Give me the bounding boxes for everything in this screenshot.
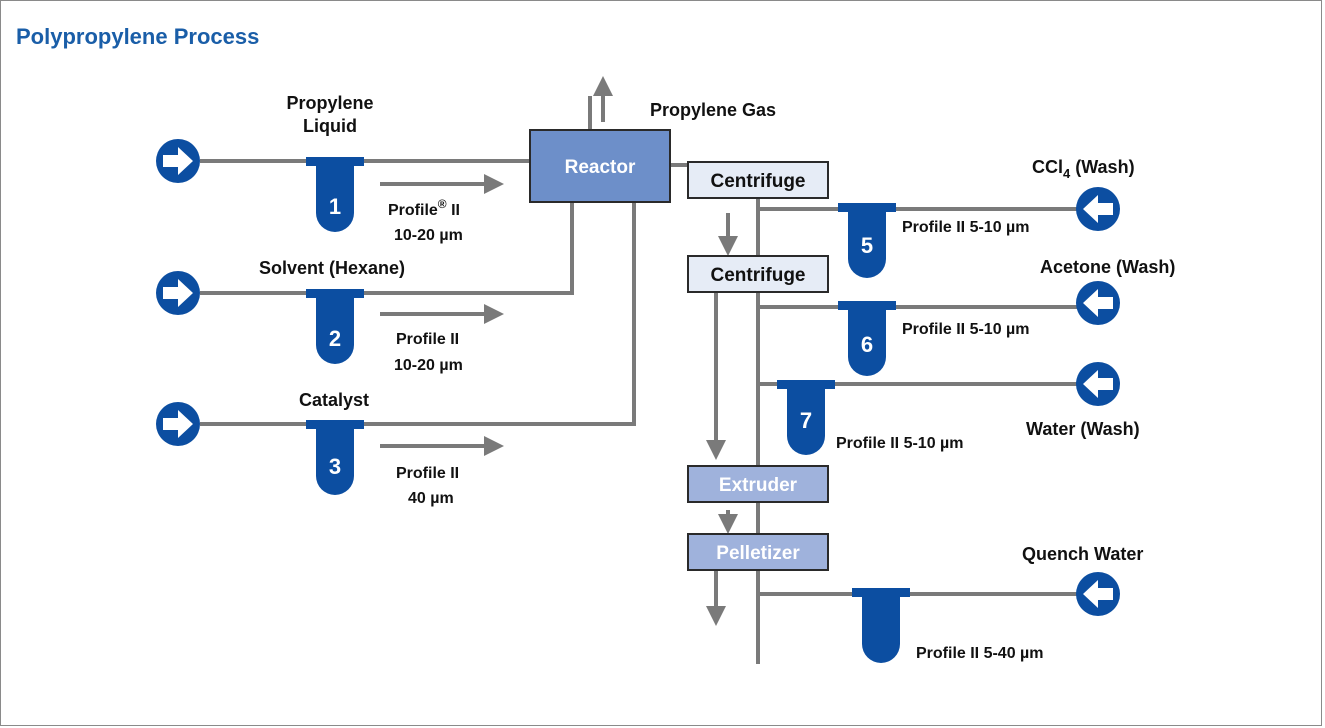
extruder: Extruder [687,465,829,503]
filter-5-spec: Profile II 5-10 µm [902,219,1029,236]
filter-3: 3 [306,420,364,495]
diagram-title: Polypropylene Process [16,24,260,49]
ccl4-inlet-icon [1076,187,1120,231]
extruder-box [687,465,829,503]
filter-3-spec-line2: 40 µm [408,490,454,507]
filter-quench [852,588,910,663]
filter-6: 6 [838,301,896,376]
centrifuge-1: Centrifuge [687,161,829,199]
reactor-box [529,129,671,203]
pelletizer-label: Pelletizer [716,543,800,564]
filter-2-spec-line1: Profile II [396,331,459,348]
quench-water-inlet-icon [1076,572,1120,616]
solvent-inlet-icon [156,271,200,315]
water-wash-label: Water (Wash) [1026,419,1140,439]
centrifuge-2: Centrifuge [687,255,829,293]
catalyst-label: Catalyst [299,390,369,410]
solvent-label: Solvent (Hexane) [259,258,405,278]
filter-7-spec: Profile II 5-10 µm [836,435,963,452]
solvent-pipe [200,202,574,295]
extruder-label: Extruder [719,475,798,496]
propylene-gas-label: Propylene Gas [650,100,776,120]
filter-7: 7 [777,380,835,455]
pelletizer: Pelletizer [687,533,829,571]
centrifuge-1-box [687,161,829,199]
filter-quench-spec: Profile II 5-40 µm [916,645,1043,662]
filter-1-spec-line1: Profile® II [388,197,460,219]
filter-number: 1 [329,194,341,219]
filter-number: 3 [329,454,341,479]
filter-number: 7 [800,408,812,433]
centrifuge-1-label: Centrifuge [711,171,806,192]
filter-2-spec-line2: 10-20 µm [394,357,463,374]
filter-number: 2 [329,326,341,351]
filter-housing-icon [852,588,910,663]
filter-1: 1 [306,157,364,232]
quench-water-label: Quench Water [1022,544,1143,564]
filter-1-spec-line2: 10-20 µm [394,227,463,244]
centrifuge-2-label: Centrifuge [711,265,806,286]
ccl4-wash-label: CCl4 (Wash) [1032,157,1135,181]
catalyst-inlet-icon [156,402,200,446]
pelletizer-box [687,533,829,571]
water-inlet-icon [1076,362,1120,406]
propylene-inlet-icon [156,139,200,183]
reactor: Reactor [529,129,671,203]
filter-2: 2 [306,289,364,364]
filter-6-spec: Profile II 5-10 µm [902,321,1029,338]
filter-number: 5 [861,233,873,258]
filter-number: 6 [861,332,873,357]
reactor-label: Reactor [565,157,636,178]
acetone-wash-label: Acetone (Wash) [1040,257,1175,277]
propylene-liquid-label-1: Propylene [286,93,373,113]
filter-3-spec-line1: Profile II [396,465,459,482]
propylene-liquid-label-2: Liquid [303,116,357,136]
acetone-inlet-icon [1076,281,1120,325]
filter-5: 5 [838,203,896,278]
centrifuge-2-box [687,255,829,293]
flow-arrows [380,76,738,626]
